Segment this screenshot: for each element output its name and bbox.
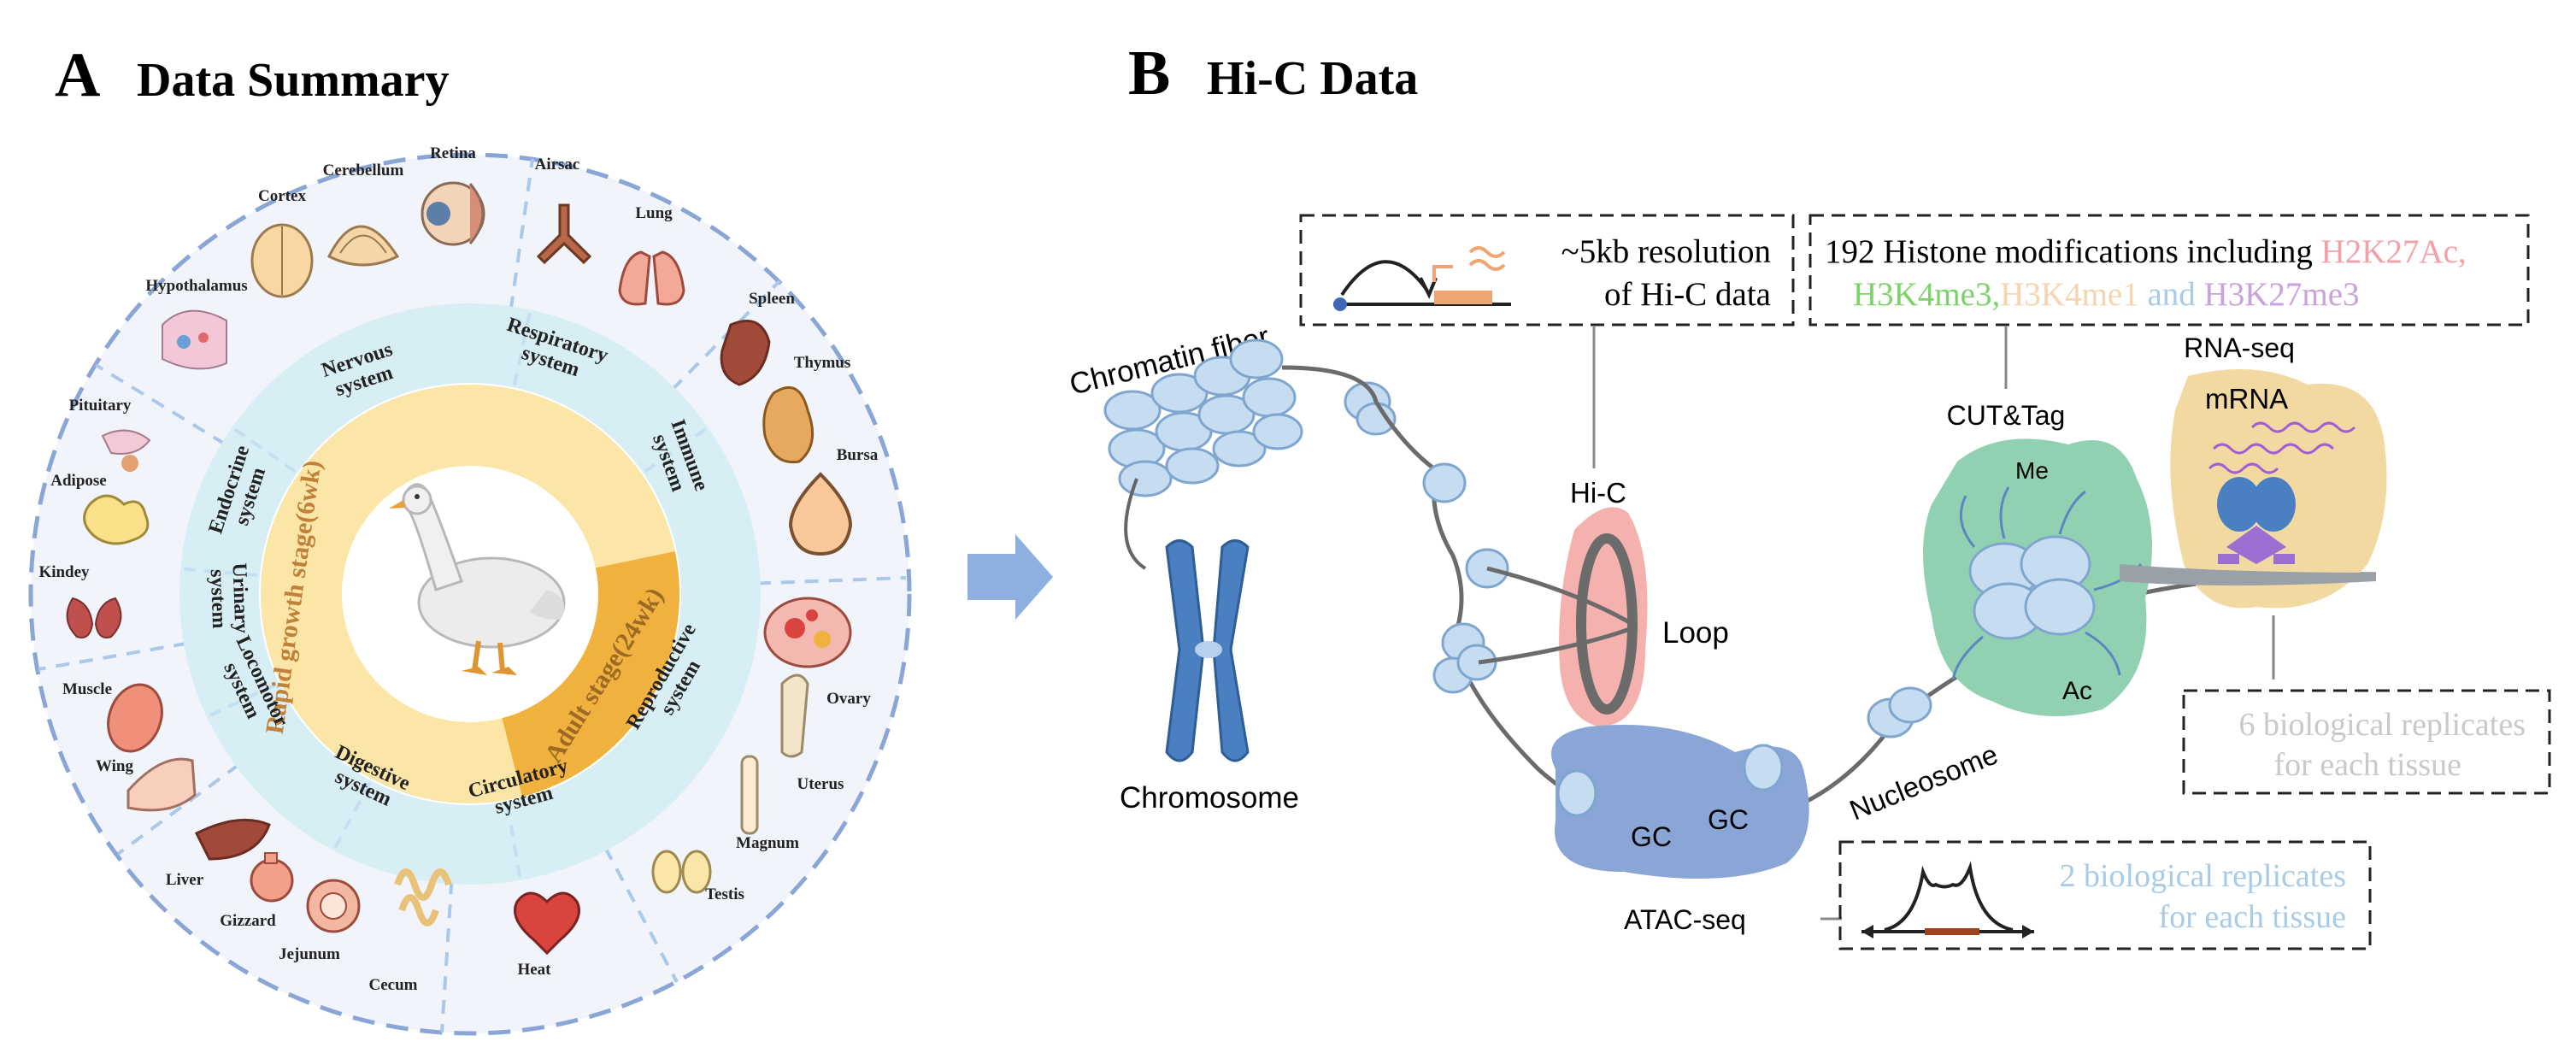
panel-b: B Hi-C Data ~5kb resolution of Hi-C data… bbox=[1067, 38, 2551, 950]
tissue-kindey: Kindey bbox=[38, 563, 90, 581]
panel-a-title: Data Summary bbox=[137, 54, 450, 107]
tissue-hypothalamus: Hypothalamus bbox=[145, 277, 247, 295]
tissue-airsac: Airsac bbox=[535, 156, 580, 174]
resolution-line1: ~5kb resolution bbox=[1561, 233, 1771, 270]
panel-b-title: Hi-C Data bbox=[1207, 52, 1418, 105]
atac-replicates-line1: 2 biological replicates bbox=[2059, 858, 2346, 894]
tissue-heat: Heat bbox=[517, 961, 551, 979]
transition-arrow bbox=[967, 534, 1053, 620]
tissue-lung: Lung bbox=[635, 204, 673, 222]
panel-b-letter: B bbox=[1128, 38, 1170, 109]
atac-replicates-line2: for each tissue bbox=[2159, 899, 2346, 935]
brain-icon bbox=[250, 223, 314, 298]
h3k4me3-mark: H3K4me3, bbox=[1853, 276, 2000, 313]
ribosome-icon bbox=[2217, 477, 2296, 564]
rna-replicates-box bbox=[2182, 689, 2551, 795]
bursa-icon bbox=[788, 472, 853, 556]
cerebellum-icon bbox=[326, 225, 400, 267]
chromatin-fiber-icon bbox=[1103, 338, 1397, 497]
gc-label-2: GC bbox=[1708, 804, 1749, 835]
jejunum-icon bbox=[306, 879, 361, 933]
heart-icon bbox=[514, 891, 580, 956]
histone-octamer-icon bbox=[1968, 535, 2096, 640]
lung-icon bbox=[618, 250, 685, 306]
atac-label: ATAC-seq bbox=[1624, 904, 1746, 935]
cecum-icon bbox=[394, 868, 452, 927]
tissue-labels: Retina Cerebellum Cortex Hypothalamus Pi… bbox=[38, 144, 878, 994]
histone-line1: 192 Histone modifications including H2K2… bbox=[1825, 233, 2467, 270]
tissue-wing: Wing bbox=[96, 757, 134, 775]
adipose-icon bbox=[83, 494, 150, 545]
rna-replicates-line2: for each tissue bbox=[2274, 747, 2461, 783]
liver-icon bbox=[194, 818, 271, 861]
histone-box bbox=[1808, 214, 2530, 326]
hic-label: Hi-C bbox=[1570, 477, 1626, 509]
rna-seq-label: RNA-seq bbox=[2184, 332, 2295, 363]
gizzard-icon bbox=[250, 852, 294, 903]
mrna-label: mRNA bbox=[2205, 383, 2288, 415]
urinary-system-label: Urinary bbox=[228, 562, 253, 634]
h3k27ac-mark: H2K27Ac, bbox=[2321, 233, 2467, 270]
chromosome-label: Chromosome bbox=[1120, 781, 1299, 815]
nucleosome-clusters bbox=[1422, 462, 1932, 738]
tissue-cerebellum: Cerebellum bbox=[323, 162, 404, 179]
magnum-icon bbox=[740, 755, 759, 835]
tissue-pituitary: Pituitary bbox=[69, 397, 132, 415]
atac-box bbox=[1838, 840, 2372, 950]
gc-label-1: GC bbox=[1631, 821, 1672, 852]
airsac-icon bbox=[536, 203, 592, 265]
kidney-icon bbox=[66, 597, 122, 638]
atac-peak-icon bbox=[1861, 861, 2034, 938]
muscle-icon bbox=[107, 683, 163, 753]
svg-text:system: system bbox=[206, 569, 230, 629]
goose-illustration bbox=[389, 483, 566, 675]
ac-label: Ac bbox=[2062, 677, 2092, 705]
hypothalamus-icon bbox=[162, 309, 227, 370]
tissue-bursa: Bursa bbox=[837, 446, 879, 464]
loop-label: Loop bbox=[1662, 616, 1729, 650]
testis-icon bbox=[651, 850, 712, 894]
mrna-wave-icon bbox=[2208, 421, 2356, 474]
resolution-box bbox=[1299, 214, 1795, 326]
eye-icon bbox=[421, 181, 485, 246]
histone-line2: H3K4me3,H3K4me1 and H3K27me3 bbox=[1853, 276, 2360, 313]
tissue-thymus: Thymus bbox=[794, 354, 851, 372]
h3k4me1-mark: H3K4me1 bbox=[2000, 276, 2138, 313]
tissue-adipose: Adipose bbox=[50, 472, 106, 490]
tissue-liver: Liver bbox=[166, 871, 204, 889]
tissue-cecum: Cecum bbox=[369, 976, 418, 994]
tissue-cortex: Cortex bbox=[258, 187, 306, 205]
tissue-uterus: Uterus bbox=[797, 775, 844, 793]
h3k27me3-mark: H3K27me3 bbox=[2204, 276, 2360, 313]
pituitary-icon bbox=[101, 429, 151, 472]
panel-a-letter: A bbox=[55, 40, 100, 110]
tissue-muscle: Muscle bbox=[62, 680, 112, 698]
thymus-icon bbox=[762, 385, 815, 464]
panel-a: A Data Summary bbox=[28, 40, 912, 1036]
ovary-icon bbox=[763, 597, 852, 668]
tissue-icons bbox=[66, 181, 853, 956]
rna-replicates-line1: 6 biological replicates bbox=[2238, 707, 2526, 743]
uterus-icon bbox=[780, 674, 809, 758]
me-label: Me bbox=[2015, 457, 2049, 484]
tissue-jejunum: Jejunum bbox=[279, 945, 340, 963]
chromosome-icon bbox=[1165, 539, 1250, 762]
wing-icon bbox=[126, 757, 197, 812]
tissue-magnum: Magnum bbox=[736, 834, 799, 852]
tissue-spleen: Spleen bbox=[749, 290, 795, 308]
cut-tag-label: CUT&Tag bbox=[1947, 400, 2066, 431]
resolution-line2: of Hi-C data bbox=[1604, 276, 1771, 313]
tissue-gizzard: Gizzard bbox=[220, 912, 276, 930]
tissue-retina: Retina bbox=[430, 144, 476, 162]
spleen-icon bbox=[720, 320, 771, 386]
loop-schematic-icon bbox=[1333, 246, 1511, 311]
tissue-testis: Testis bbox=[705, 885, 744, 903]
tissue-ovary: Ovary bbox=[826, 690, 871, 708]
